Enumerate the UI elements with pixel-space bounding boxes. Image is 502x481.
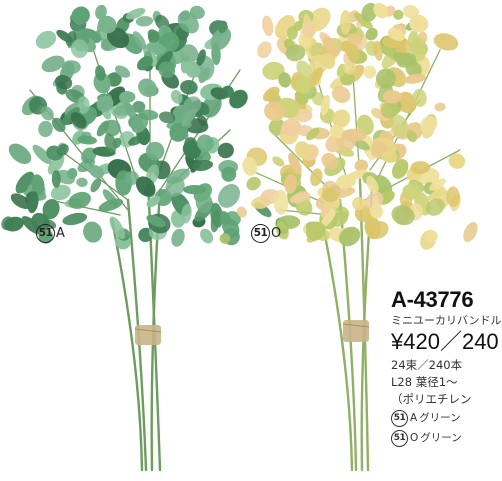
product-name: ミニユーカリバンドル bbox=[391, 314, 502, 327]
variant-letter: O bbox=[410, 432, 419, 444]
variant-letter: A bbox=[56, 226, 65, 241]
variant-letter: A bbox=[410, 412, 418, 424]
variant-label-o: 51 O bbox=[251, 224, 281, 243]
product-size: L28 葉径1〜 bbox=[391, 375, 458, 389]
product-code: A-43776 bbox=[391, 287, 474, 312]
pack-quantity: 24束／240本 bbox=[391, 358, 463, 372]
variant-number-badge: 51 bbox=[36, 224, 55, 243]
product-photo bbox=[1, 2, 478, 472]
variant-color-name: グリーン bbox=[420, 432, 462, 444]
variant-row-o: 51 O グリーン bbox=[391, 428, 477, 448]
price-value: ¥420／ bbox=[391, 329, 462, 354]
variant-number-badge: 51 bbox=[391, 409, 408, 427]
product-info: A-43776 ミニユーカリバンドル ¥420／240 24束／240本 L28… bbox=[391, 287, 502, 481]
price-tail: 240 bbox=[461, 329, 499, 354]
green-eucalyptus-bunch bbox=[1, 4, 289, 472]
variant-number-badge: 51 bbox=[391, 429, 408, 447]
variant-color-name: グリーン bbox=[419, 412, 461, 424]
variant-label-a: 51 A bbox=[36, 224, 65, 243]
variant-letter: O bbox=[271, 226, 282, 241]
product-material: （ポリエチレン bbox=[391, 392, 472, 406]
yellow-eucalyptus-bunch bbox=[219, 2, 478, 472]
product-price: ¥420／240 bbox=[391, 329, 499, 354]
variant-row-a: 51 A グリーン bbox=[391, 408, 477, 428]
variant-number-badge: 51 bbox=[251, 224, 270, 243]
